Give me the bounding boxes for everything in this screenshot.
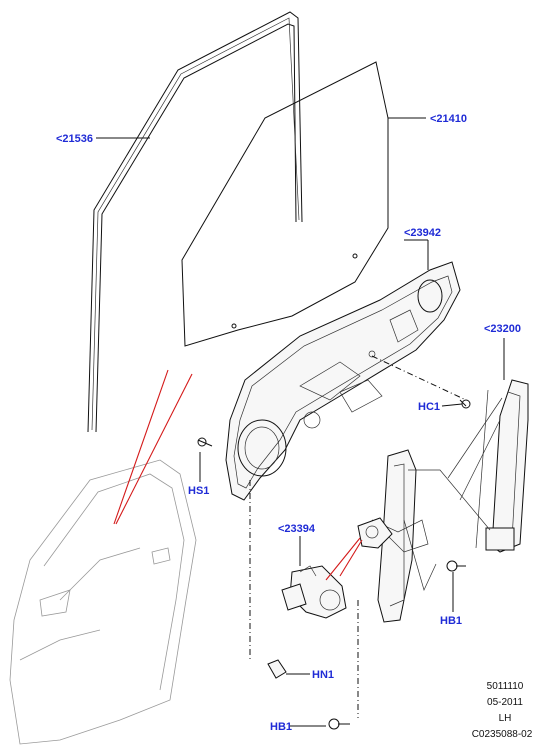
fastener-hn1 [267, 659, 287, 679]
label-21536: <21536 [56, 133, 93, 145]
label-23200: <23200 [484, 323, 521, 335]
reference-side: LH [499, 713, 512, 724]
regulator-motor [357, 517, 393, 549]
reference-block: 5011110 05-2011 LH C0235088-02 [472, 681, 533, 740]
label-hc1: HC1 [418, 401, 440, 413]
door-inner-panel [225, 261, 461, 501]
callout-red-lines [113, 369, 363, 581]
reference-number: 5011110 [487, 681, 524, 692]
fastener-hb1-right [446, 560, 466, 572]
label-23394: <23394 [278, 523, 316, 535]
window-motor [281, 565, 347, 619]
label-hs1: HS1 [188, 485, 209, 497]
door-glass [181, 61, 389, 347]
reference-code: C0235088-02 [472, 729, 533, 740]
glass-run-channel [87, 11, 303, 433]
window-regulator-rail [447, 379, 529, 553]
label-hb1-bottom: HB1 [270, 721, 292, 733]
reference-date: 05-2011 [487, 697, 523, 708]
fastener-hs1 [197, 437, 213, 447]
label-hn1: HN1 [312, 669, 334, 681]
door-outline [9, 459, 197, 745]
fastener-hb1-bottom [328, 718, 350, 730]
leader-lines [96, 117, 505, 727]
label-hb1-right: HB1 [440, 615, 462, 627]
label-23942: <23942 [404, 227, 441, 239]
label-21410: <21410 [430, 113, 467, 125]
window-regulator [371, 449, 491, 623]
